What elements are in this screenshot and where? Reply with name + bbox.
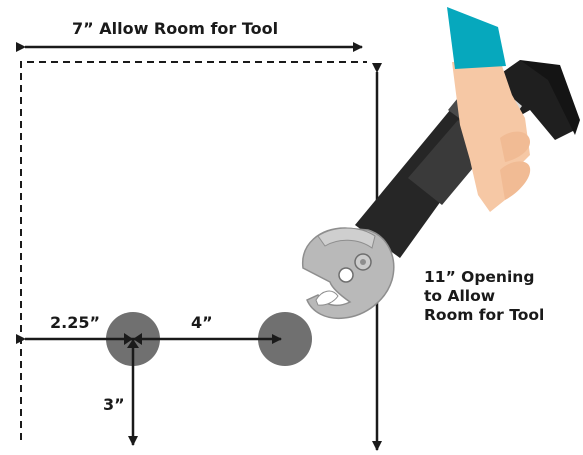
sleeve-cuff bbox=[447, 7, 506, 69]
hole-2 bbox=[258, 312, 312, 366]
opening-label-line-1: 11” Opening bbox=[424, 268, 535, 286]
depth-label: 3” bbox=[103, 395, 125, 414]
width-label: 7” Allow Room for Tool bbox=[72, 19, 279, 38]
opening-label: 11” Opening to Allow Room for Tool bbox=[424, 268, 544, 325]
center-arrowhead-right bbox=[133, 333, 142, 345]
hole-spacing-label: 4” bbox=[191, 313, 213, 332]
edge-offset-label: 2.25” bbox=[50, 313, 100, 332]
opening-label-line-2: to Allow bbox=[424, 287, 496, 305]
center-arrowhead-left bbox=[124, 333, 133, 345]
opening-label-line-3: Room for Tool bbox=[424, 306, 545, 324]
clearance-boundary-dashed-line bbox=[20, 61, 367, 440]
hydraulic-crimp-tool-icon bbox=[302, 7, 580, 320]
center-arrowhead-down bbox=[127, 339, 139, 348]
